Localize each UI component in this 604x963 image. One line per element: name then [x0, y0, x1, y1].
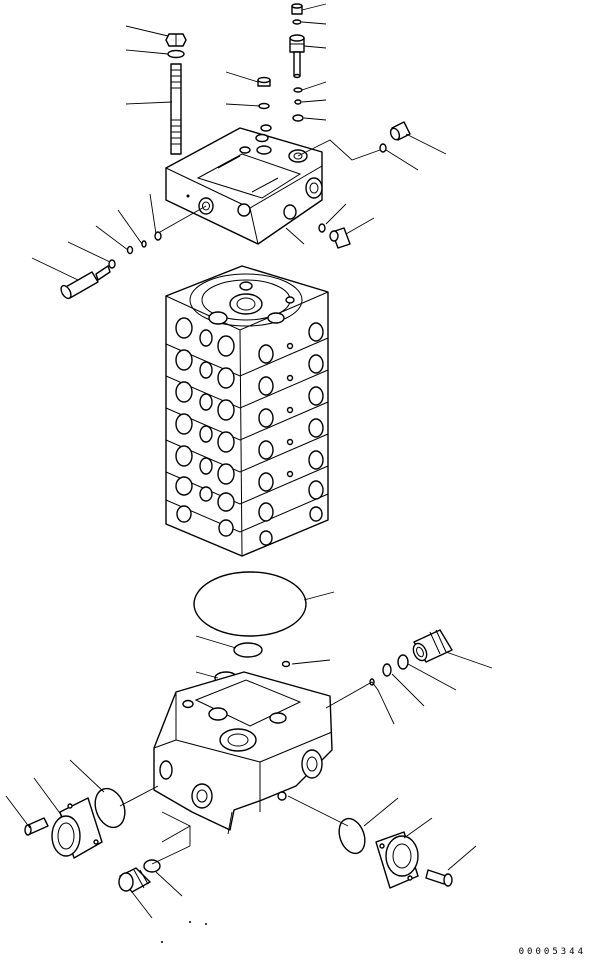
check-valve-plug	[289, 34, 305, 79]
bottom-end-block	[153, 671, 333, 831]
oring-a	[258, 102, 270, 110]
drawing-code: 00005344	[518, 947, 586, 957]
large-oring	[193, 571, 307, 637]
stud-nut	[165, 33, 187, 47]
oring-c	[255, 133, 269, 143]
stud-washer	[167, 49, 185, 59]
right-face-ports	[258, 322, 324, 546]
oring-right-cover	[338, 817, 366, 855]
oring-f	[294, 99, 302, 105]
washer-left-c	[141, 240, 147, 248]
oring-e	[293, 87, 303, 93]
top-cover-block	[165, 127, 323, 245]
washer-left-b	[126, 245, 134, 255]
oring-d	[292, 19, 302, 25]
right-end-cover	[375, 831, 419, 889]
oring-left-cover	[94, 787, 126, 829]
side-fitting-bottom	[412, 629, 453, 663]
small-plug-a	[257, 76, 271, 87]
top-cover-assembly	[60, 3, 411, 300]
oring-b	[260, 124, 272, 132]
right-cover-bolt	[425, 869, 453, 887]
left-end-cover	[51, 797, 103, 859]
dot-a	[189, 921, 191, 923]
side-fitting-top	[389, 121, 411, 141]
oring-mid-a	[233, 642, 263, 658]
washer-left-a	[108, 259, 116, 269]
stud-bolt	[170, 63, 182, 155]
bottom-plug	[118, 867, 151, 893]
top-plug-small	[291, 3, 303, 15]
oring-bottom-plug	[143, 859, 161, 873]
oring-i	[318, 223, 326, 233]
cover-plug-right	[329, 227, 351, 249]
oring-h	[379, 143, 387, 153]
oring-right-a	[397, 654, 409, 670]
oring-mid-c	[281, 660, 291, 668]
oring-g	[292, 114, 304, 122]
washer-left-d	[154, 231, 162, 241]
cover-bolt-left	[60, 265, 111, 300]
dot-c	[161, 941, 163, 943]
dot-b	[205, 923, 207, 925]
left-face-ports	[175, 317, 235, 537]
oring-right-b	[382, 663, 392, 677]
valve-section-stack	[165, 265, 329, 557]
leader-lines	[5, 3, 493, 919]
